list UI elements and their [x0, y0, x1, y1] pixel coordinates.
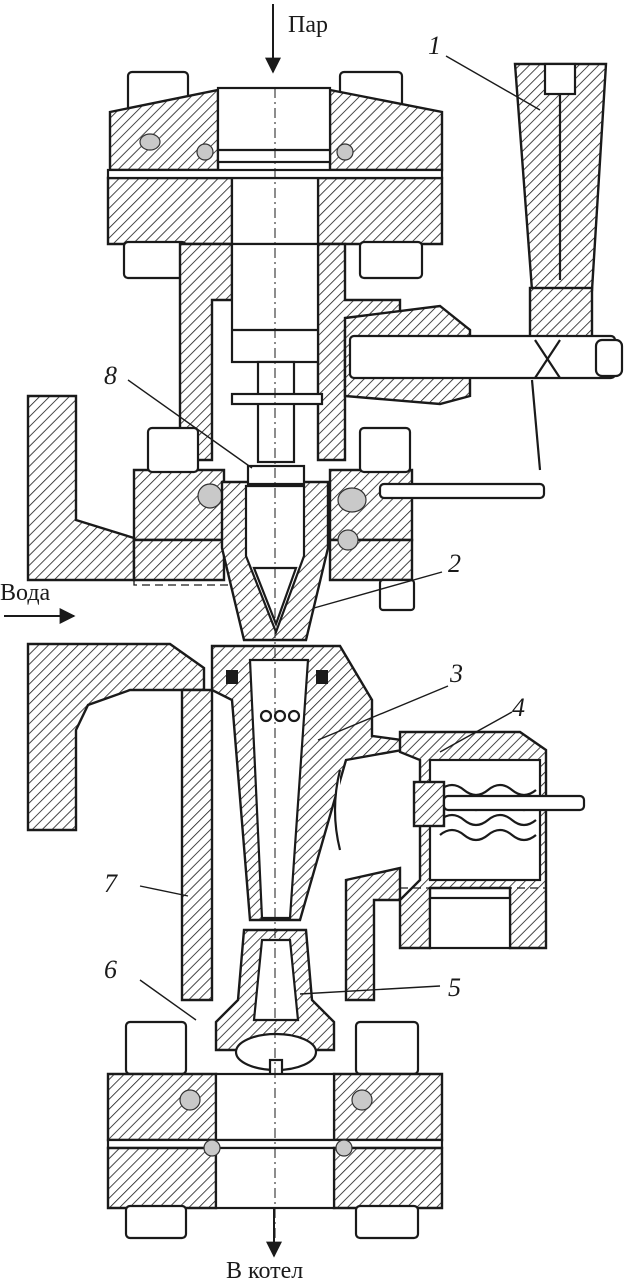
callout-2: 2: [448, 549, 461, 578]
bottom-flange: [106, 1020, 444, 1240]
overflow-valve: [398, 730, 586, 950]
steam-nozzle: [220, 464, 330, 642]
steam-inlet-label: Пар: [288, 12, 328, 38]
callout-1: 1: [428, 31, 441, 60]
lower-body-casing: [180, 688, 402, 1002]
callout-6: 6: [104, 955, 117, 984]
water-inlet-label: Вода: [0, 580, 51, 606]
upper-body: [178, 242, 402, 464]
callout-leaders: [127, 55, 541, 1021]
top-flange: [106, 70, 444, 280]
combining-cone: [210, 644, 404, 922]
callout-8: 8: [104, 361, 117, 390]
callout-3: 3: [449, 659, 463, 688]
callout-4: 4: [512, 693, 525, 722]
callout-7: 7: [104, 869, 118, 898]
boiler-outlet-label: В котел: [226, 1258, 303, 1284]
handle-lever: [343, 62, 624, 471]
callout-5: 5: [448, 973, 461, 1002]
